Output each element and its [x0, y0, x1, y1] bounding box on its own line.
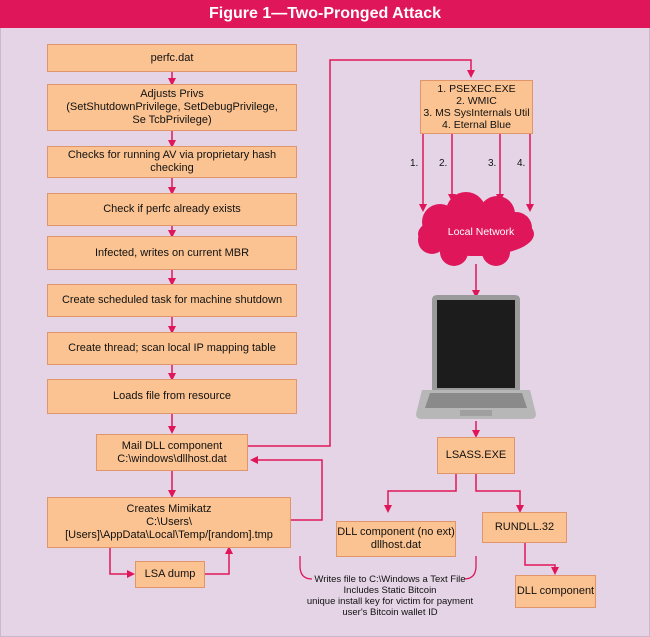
box-adjust-privs: Adjusts Privs (SetShutdownPrivilege, Set… — [47, 84, 297, 131]
box-check-perfc: Check if perfc already exists — [47, 193, 297, 226]
arrow-lsass-to-dll — [384, 474, 457, 513]
figure-title: Figure 1—Two-Pronged Attack — [0, 0, 650, 28]
box-lsa-dump: LSA dump — [135, 561, 205, 588]
arrow-label-4: 4. — [517, 158, 526, 169]
writes-file-note: Writes file to C:\Windows a Text File In… — [306, 574, 474, 618]
arrow-label-2: 2. — [439, 158, 448, 169]
box-mail-dll: Mail DLL component C:\windows\dllhost.da… — [96, 434, 248, 471]
laptop-icon — [416, 295, 536, 419]
arrow-label-3: 3. — [488, 158, 497, 169]
arrow-lsa-to-mimikatz — [205, 546, 233, 575]
cloud-label: Local Network — [447, 226, 515, 238]
box-infected-mbr: Infected, writes on current MBR — [47, 236, 297, 270]
local-network-cloud — [418, 192, 534, 266]
box-spread-methods: 1. PSEXEC.EXE 2. WMIC 3. MS SysInternals… — [420, 80, 533, 134]
arrow-label-1: 1. — [410, 158, 419, 169]
arrow-rundll-to-dll — [524, 543, 559, 575]
arrow-mimikatz-to-mail — [250, 456, 323, 521]
box-dll-no-ext: DLL component (no ext) dllhost.dat — [336, 521, 456, 557]
box-rundll: RUNDLL.32 — [482, 512, 567, 543]
arrow-mail-to-spread — [248, 59, 475, 447]
note-bracket-right — [463, 556, 477, 580]
box-mimikatz: Creates Mimikatz C:\Users\[Users]\AppDat… — [47, 497, 291, 548]
box-loads-file: Loads file from resource — [47, 379, 297, 414]
box-perfc: perfc.dat — [47, 44, 297, 72]
arrow-lsass-to-rundll — [475, 474, 524, 513]
box-lsass: LSASS.EXE — [437, 437, 515, 474]
box-dll-component: DLL component — [515, 575, 596, 608]
box-create-thread: Create thread; scan local IP mapping tab… — [47, 332, 297, 365]
arrow-mimikatz-to-lsa — [109, 548, 135, 578]
note-bracket-left — [299, 565, 313, 580]
box-check-av: Checks for running AV via proprietary ha… — [47, 146, 297, 178]
box-scheduled-task: Create scheduled task for machine shutdo… — [47, 284, 297, 317]
